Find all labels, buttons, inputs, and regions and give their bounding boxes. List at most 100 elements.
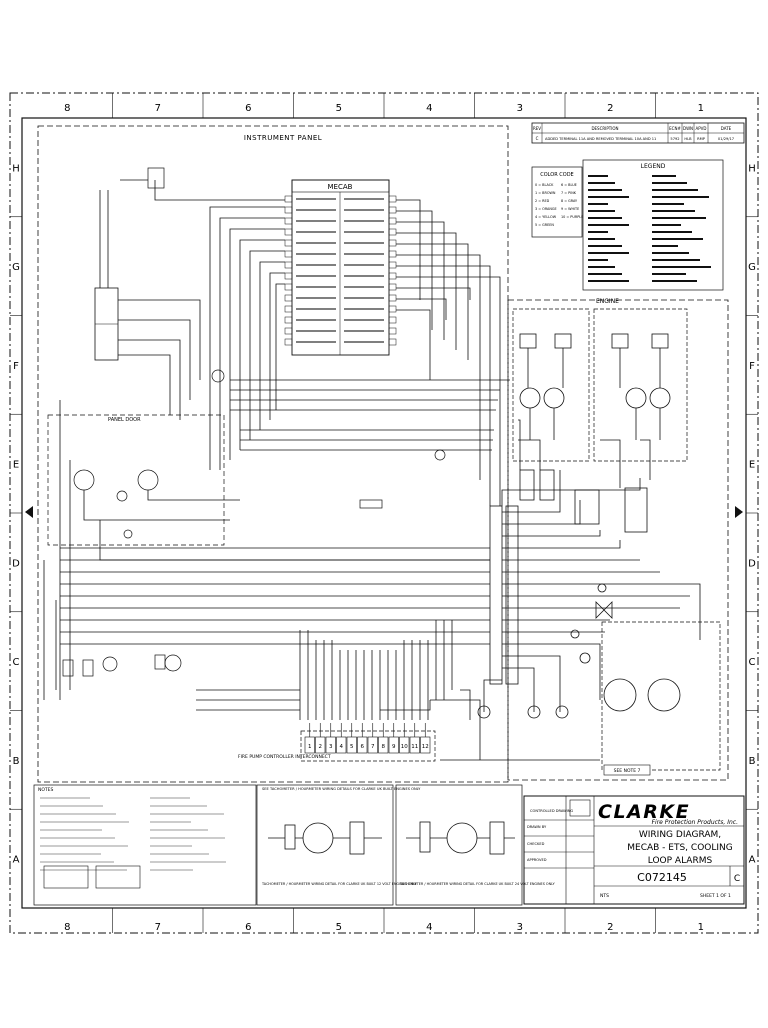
sensor-icon xyxy=(555,705,569,719)
terminal-label: 12 xyxy=(422,744,429,750)
color-code-title: COLOR CODE xyxy=(540,172,573,178)
wire xyxy=(219,217,285,470)
wire xyxy=(396,287,471,300)
wire xyxy=(502,643,601,700)
gauge-icon xyxy=(570,629,580,639)
mecab-pin-right xyxy=(388,283,397,291)
rev-header-date: DATE xyxy=(721,126,732,131)
mecab-pin-rows xyxy=(284,192,397,355)
mecab-header-box xyxy=(291,179,390,193)
mecab-pin-left xyxy=(284,305,293,313)
solenoid-icon xyxy=(625,387,647,409)
wire xyxy=(154,180,285,201)
solenoid-icon xyxy=(649,387,671,409)
wire xyxy=(396,232,457,350)
color-code-item: 4 = YELLOW xyxy=(535,215,557,219)
mecab-pin-right xyxy=(388,316,397,324)
zone-column-label: 7 xyxy=(155,103,161,114)
drawing-scale: NTS xyxy=(600,893,609,899)
drawing-revision: C xyxy=(734,874,740,884)
drawing-number: C072145 xyxy=(637,871,687,884)
zone-column-label: 4 xyxy=(426,922,432,933)
rev-header-rev: REV xyxy=(533,126,541,131)
terminal-label: 1 xyxy=(308,744,312,750)
wire xyxy=(470,699,481,760)
see-note-label: SEE NOTE 7 xyxy=(614,768,641,774)
wire xyxy=(460,689,471,720)
wire xyxy=(396,298,447,320)
wire xyxy=(380,700,431,711)
tachometer-icon xyxy=(302,822,334,854)
mecab-module xyxy=(291,179,390,356)
rev-row-date: 01/29/17 xyxy=(718,137,734,141)
zone-column-label: 6 xyxy=(245,922,251,933)
checked-label: CHECKED xyxy=(527,842,545,846)
wire xyxy=(502,540,621,549)
relay-icon xyxy=(82,659,94,677)
wire xyxy=(118,319,191,400)
zone-row-label: H xyxy=(12,163,20,174)
right-center-arrow xyxy=(735,506,743,518)
mecab-pin-right xyxy=(388,228,397,236)
wire-harness xyxy=(43,179,701,761)
mecab-pin-right xyxy=(388,250,397,258)
switch-box-icon xyxy=(574,489,600,525)
terminal-icon xyxy=(359,499,383,509)
zone-column-label: 1 xyxy=(698,922,704,933)
wire xyxy=(118,354,171,415)
approved-label: APPROVED xyxy=(527,858,547,862)
zone-row-label: D xyxy=(748,558,756,569)
engine-sensor-box-right xyxy=(593,308,688,462)
wire xyxy=(396,221,445,340)
zone-column-label: 5 xyxy=(336,922,342,933)
wire xyxy=(502,470,561,513)
rev-row-apvd: RMP xyxy=(697,137,706,141)
zone-row-label: C xyxy=(13,657,20,668)
terminal-label: 7 xyxy=(371,744,375,750)
mecab-pin-right xyxy=(388,294,397,302)
color-code-item: 3 = ORANGE xyxy=(535,207,557,211)
controlled-drawing-stamp xyxy=(569,799,591,817)
wire xyxy=(269,272,285,420)
wire xyxy=(147,490,240,501)
relay-icon xyxy=(489,821,505,855)
wire xyxy=(83,490,230,521)
zone-row-label: G xyxy=(748,262,756,273)
mecab-pin-left xyxy=(284,294,293,302)
left-center-arrow xyxy=(25,506,33,518)
color-code-box xyxy=(531,166,583,238)
color-code-item: 2 = RED xyxy=(535,199,550,203)
zone-column-label: 2 xyxy=(607,103,613,114)
wire xyxy=(396,243,469,360)
zone-column-label: 5 xyxy=(336,103,342,114)
connector-icon xyxy=(519,333,537,349)
engine-sensors xyxy=(477,333,681,719)
zone-row-label: H xyxy=(748,163,756,174)
rev-row-dwn: HLB xyxy=(684,137,692,141)
rev-header-dwn: DWN xyxy=(683,126,693,131)
zone-column-label: 8 xyxy=(64,103,70,114)
color-code-item: 8 = GRAY xyxy=(561,199,578,203)
color-code-item: 9 = WHITE xyxy=(561,207,579,211)
connector-block-secondary xyxy=(505,505,519,685)
panel-door-frame xyxy=(47,414,225,546)
terminal-label: 10 xyxy=(401,744,408,750)
legend-box xyxy=(582,159,724,291)
connector-icon xyxy=(651,333,669,349)
connector-icon xyxy=(554,333,572,349)
fuse-block-top xyxy=(147,167,165,189)
terminal-label: 8 xyxy=(382,744,386,750)
mecab-pin-right xyxy=(388,261,397,269)
notes-box xyxy=(33,784,257,906)
inset-caption-24v: TACHOMETER / HOURMETER WIRING DETAIL FOR… xyxy=(399,882,556,886)
motor-icon xyxy=(603,678,637,712)
zone-column-label: 3 xyxy=(517,103,523,114)
zone-row-label: E xyxy=(13,460,19,471)
zone-row-label: A xyxy=(13,855,20,866)
engine-sensor-box-left xyxy=(512,308,590,462)
gauge-icon xyxy=(164,654,182,672)
relay-box-icon xyxy=(624,487,648,533)
